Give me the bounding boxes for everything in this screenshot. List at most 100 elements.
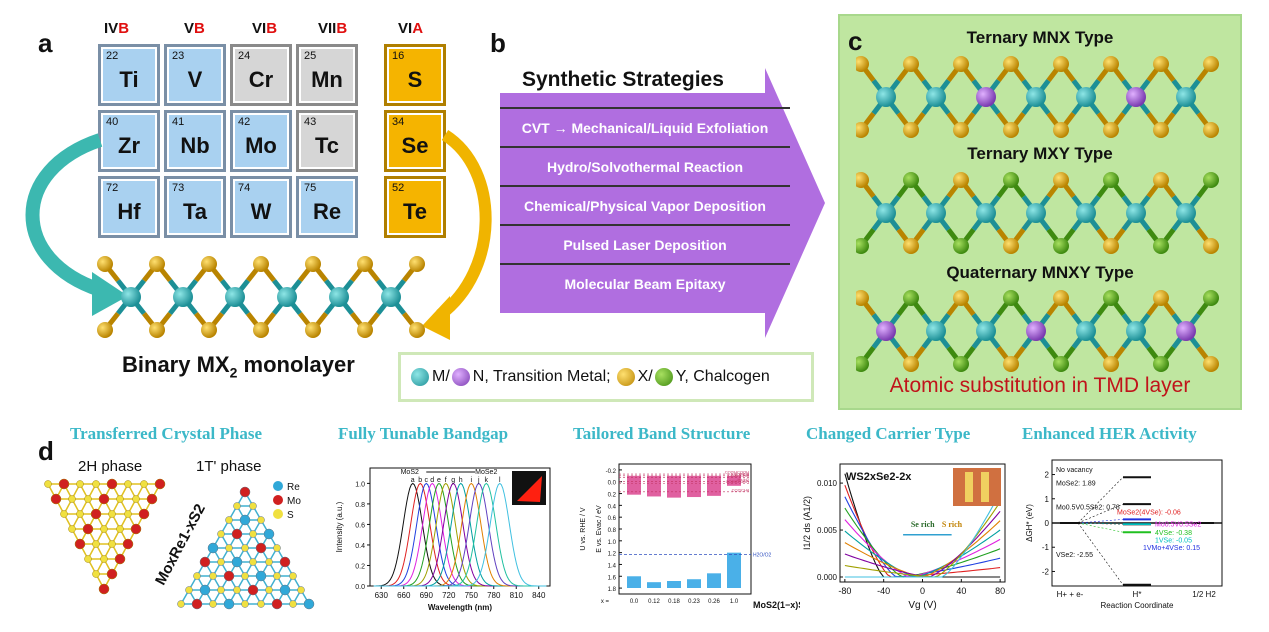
device-inset (953, 468, 1001, 506)
valence-band-bar (647, 582, 661, 588)
energy-path (1077, 476, 1124, 524)
panel-c-letter: c (848, 26, 863, 56)
binary-caption-sub: 2 (229, 364, 238, 381)
re-atom (231, 556, 243, 568)
metal-atom (1076, 87, 1096, 107)
chalcogen-atom (856, 56, 869, 72)
heading-her-activity: Enhanced HER Activity (1022, 424, 1197, 443)
chalcogen-atom (1203, 290, 1219, 306)
chalcogen-atom (1103, 56, 1119, 72)
chalcogen-atom (409, 322, 425, 338)
metal-atom (926, 203, 946, 223)
group-suffix: B (266, 20, 278, 37)
s-atom (265, 558, 273, 566)
y-tick-label: 2 (1045, 471, 1050, 480)
panel-a-arrows (25, 129, 492, 340)
chalcogen-atom (149, 322, 165, 338)
energy-path (1077, 522, 1124, 525)
her-label: VSe2: -2.55 (1056, 552, 1093, 559)
group-roman: V (184, 20, 195, 37)
y-tick-label: 0.4 (355, 543, 365, 550)
y-tick-label: -1 (1042, 543, 1050, 552)
chalcogen-atom (1053, 356, 1069, 372)
binary-caption: Binary MX2 monolayer (122, 352, 355, 380)
electrode (965, 472, 973, 502)
chalcogen-atom (1003, 56, 1019, 72)
s-atom (249, 530, 257, 538)
mo-atom (90, 508, 102, 520)
binary-mx2-lattice (97, 256, 425, 338)
strategy-item: Hydro/Solvothermal Reaction (500, 146, 790, 186)
s-atom (249, 502, 257, 510)
redox-label: CO2/CO (734, 471, 749, 476)
x-tick-label: 750 (465, 591, 479, 600)
legend-n: N, Transition Metal; (472, 368, 611, 385)
atomic-number: 23 (172, 50, 185, 62)
start-label: MoS2 (401, 469, 419, 476)
x-axis-label: MoS2(1−x)Se2x (753, 600, 800, 610)
y-tick-label: 0.0 (355, 584, 365, 591)
energy-path (1077, 522, 1124, 585)
s-atom (140, 480, 148, 488)
x-tick-label: 780 (487, 591, 501, 600)
y-axis-label: I1/2 ds (A1/2) (802, 496, 812, 550)
group-header-3: VIIB (318, 20, 347, 37)
y-tick-label: 0.6 (355, 522, 365, 529)
s-atom (209, 600, 217, 608)
chalcogen-atom (1053, 238, 1069, 254)
re-atom (207, 542, 219, 554)
chalcogen-atom (1053, 122, 1069, 138)
y-axis-label: ΔGH* (eV) (1025, 504, 1034, 542)
chalcogen-atom (97, 256, 113, 272)
atomic-number: 24 (238, 50, 251, 62)
x-axis-label: Vg (V) (908, 600, 936, 611)
strategy-item: Pulsed Laser Deposition (500, 224, 790, 264)
mo-atom (138, 508, 150, 520)
chalcogen-atom (1153, 122, 1169, 138)
metal-atom (876, 87, 896, 107)
atomic-number: 72 (106, 182, 119, 194)
element-symbol: Ta (182, 199, 208, 224)
chalcogen-atom (357, 322, 373, 338)
peak-letter: j (477, 477, 480, 484)
mo-atom (154, 478, 166, 490)
s-atom (193, 572, 201, 580)
mo-atom (223, 570, 235, 582)
y-tick-label: 0.000 (817, 573, 838, 582)
metal-atom (1026, 87, 1046, 107)
chalcogen-atom (1153, 238, 1169, 254)
y-tick-label: 1.0 (355, 481, 365, 488)
metal-atom (1176, 321, 1196, 341)
chalcogen-atom (1103, 122, 1119, 138)
x-tick-label: 0.12 (648, 599, 660, 605)
group-roman: VI (252, 20, 267, 37)
s-atom (100, 555, 108, 563)
chalcogen-atom (1203, 56, 1219, 72)
y-tick-label: 0.6 (608, 516, 617, 522)
her-label: Mo0.5V0.5Se2 (1155, 522, 1201, 529)
chalcogen-atom (856, 122, 869, 138)
group-header-4: VIA (398, 20, 423, 37)
s-atom (124, 480, 132, 488)
valence-band-bar (687, 579, 701, 588)
chalcogen-atom (1053, 290, 1069, 306)
chalcogen-atom (1003, 356, 1019, 372)
mo-atom (98, 493, 110, 505)
y-tick-label: 0.2 (355, 563, 365, 570)
se-rich-label: Se rich (911, 520, 935, 529)
y-tick-label: 0.0 (608, 481, 617, 487)
metal-atom (121, 287, 141, 307)
s-atom (84, 495, 92, 503)
metal-atom (1076, 321, 1096, 341)
mo-atom (271, 598, 283, 610)
s-atom (92, 480, 100, 488)
s-atom (233, 586, 241, 594)
s-atom (289, 600, 297, 608)
metal-atom (1126, 203, 1146, 223)
peak-letter: i (470, 477, 472, 484)
legend-label-mo: Mo (287, 496, 301, 507)
legend-dot (273, 481, 283, 491)
